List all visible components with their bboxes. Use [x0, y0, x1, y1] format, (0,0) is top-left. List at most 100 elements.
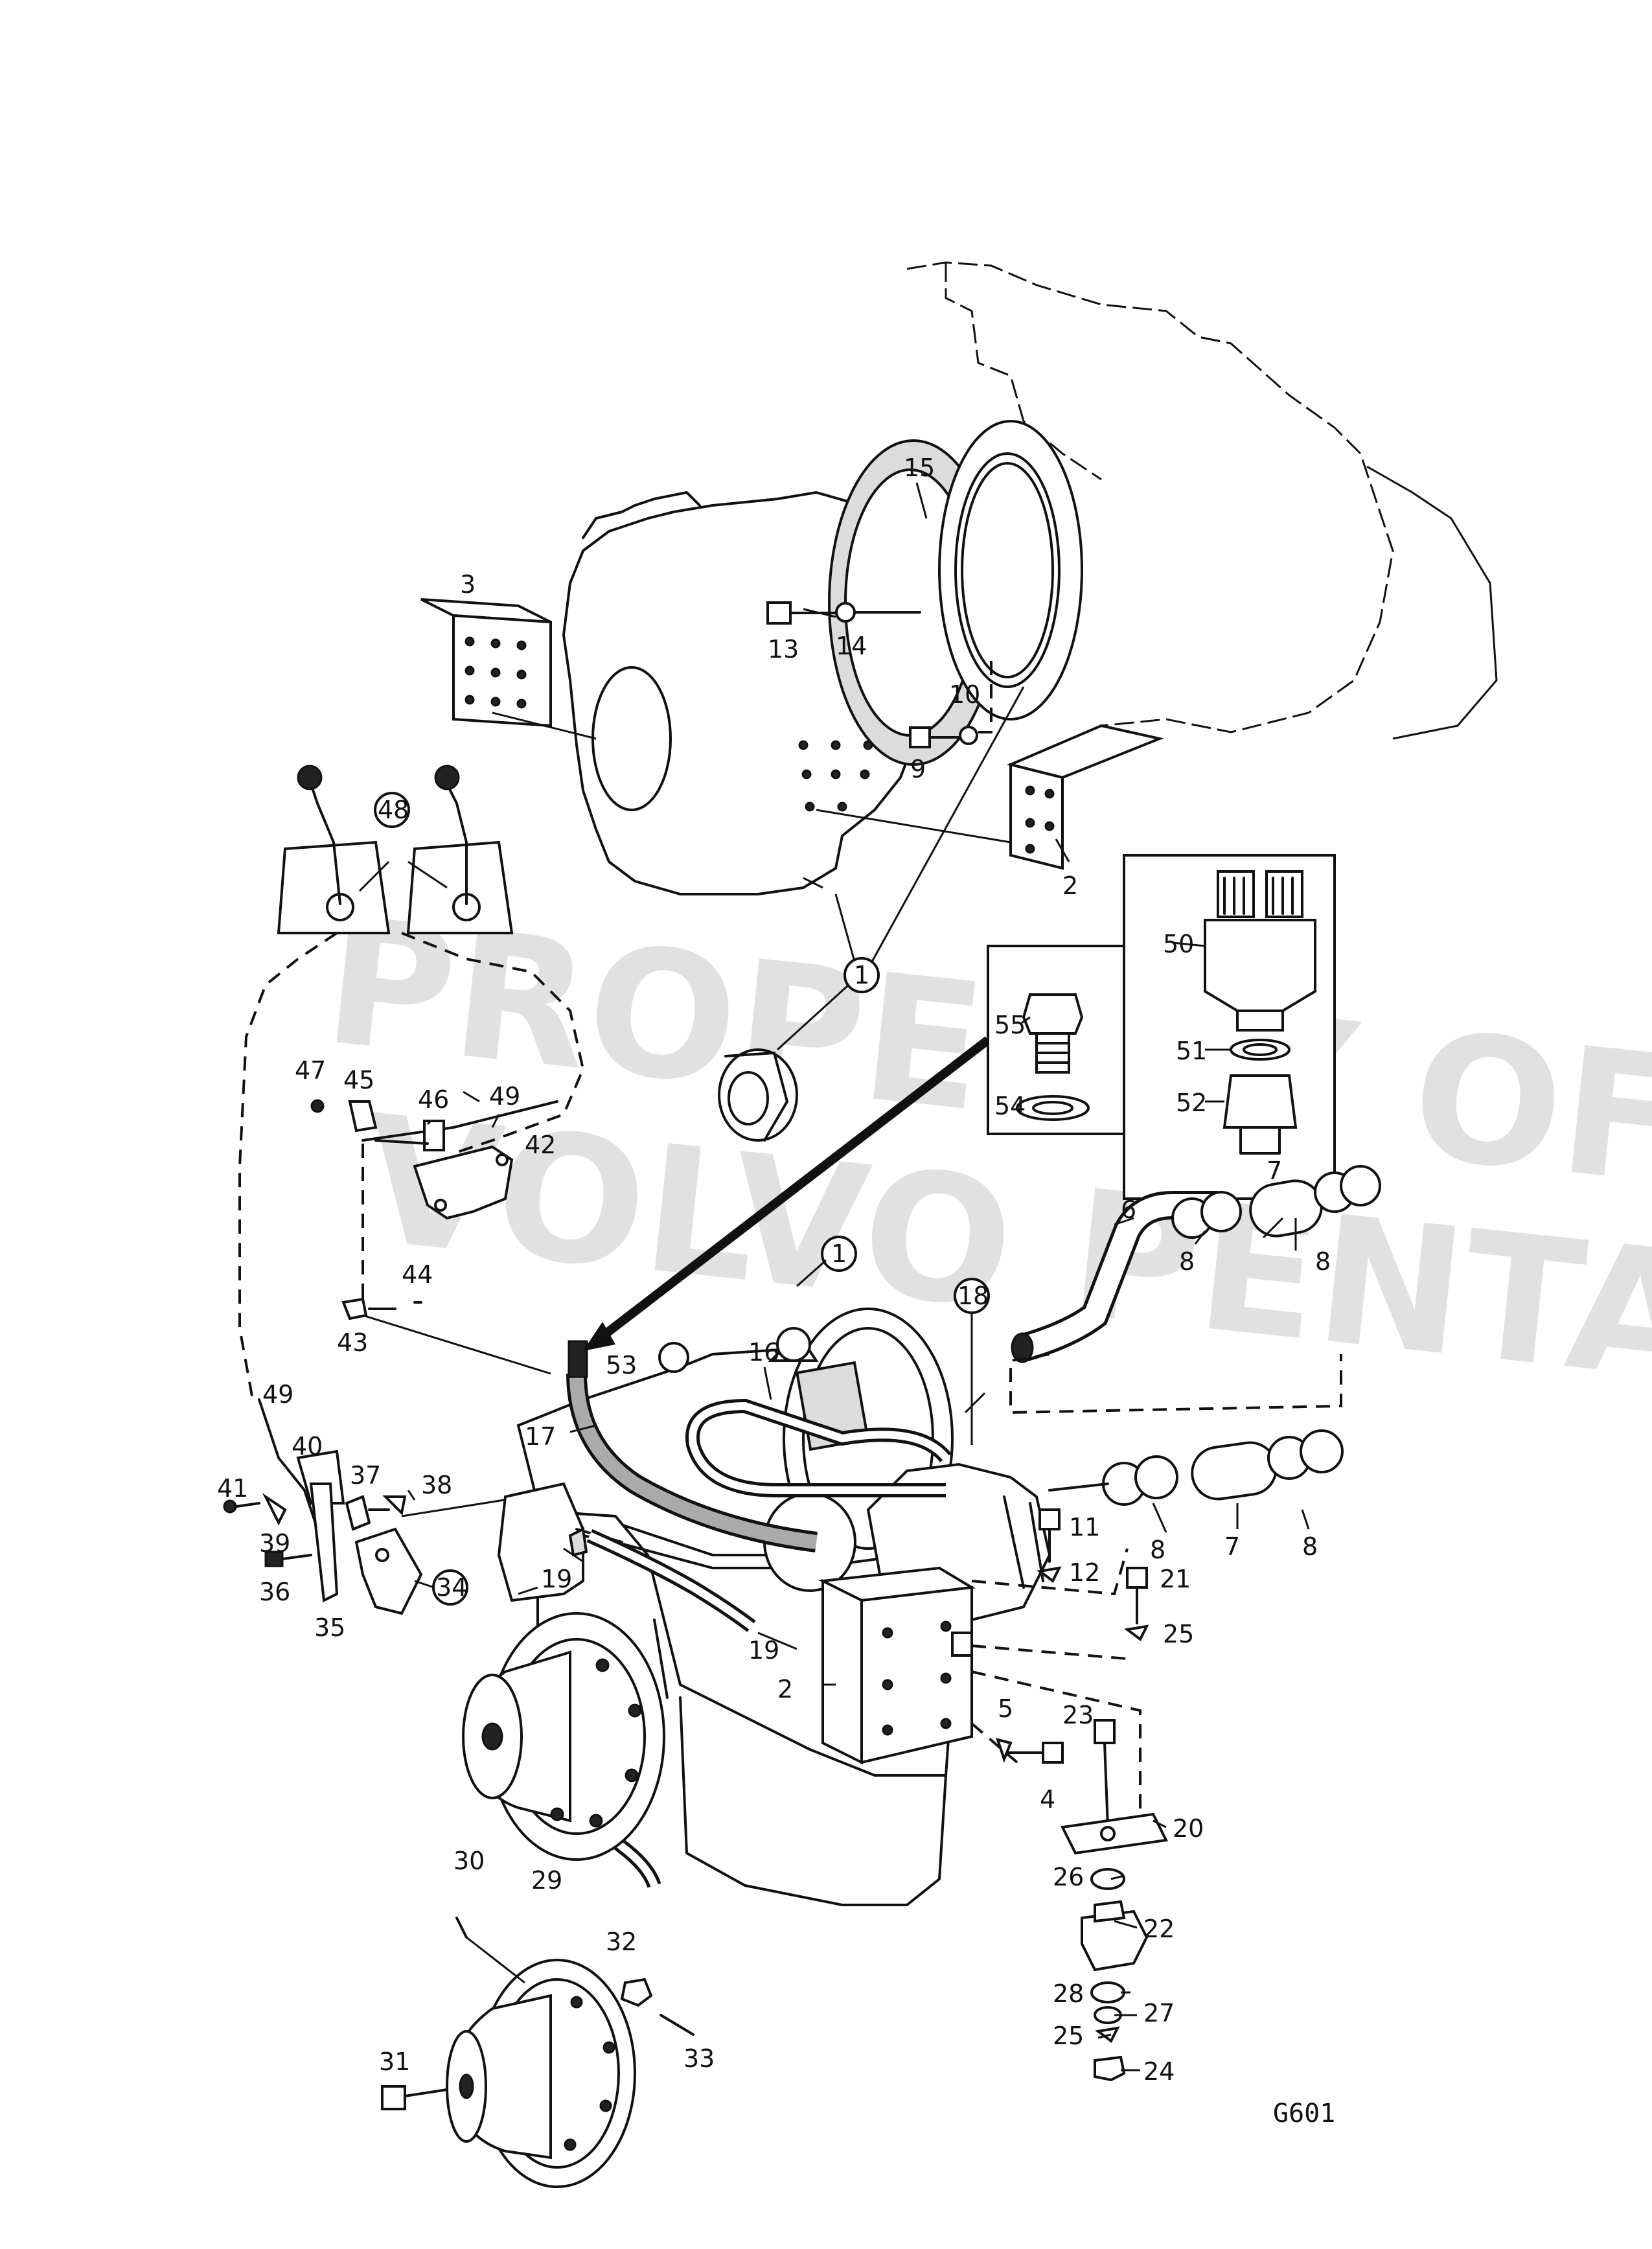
callout-circle-1b: [821, 1236, 857, 1272]
leader-1-b: [867, 686, 1025, 969]
label-38: 38: [421, 1471, 452, 1499]
leader-48-a: [358, 860, 390, 892]
label-1b: 1: [831, 1240, 847, 1268]
label-19b: 19: [748, 1636, 779, 1665]
bracket-3: [420, 598, 597, 740]
label-29: 29: [531, 1866, 562, 1895]
nut-32: [620, 1978, 653, 2007]
hose-16: [685, 1398, 952, 1497]
coupling-29: [446, 1959, 636, 2188]
bracket-2-lower: [818, 1566, 976, 1765]
label-31: 31: [379, 2047, 410, 2076]
washer-14: [835, 602, 921, 623]
label-13: 13: [768, 635, 799, 663]
label-49: 49: [489, 1082, 520, 1111]
cable-49-upper: [401, 932, 585, 1155]
callout-circle-1: [843, 957, 880, 993]
output-flange-mounted: [462, 1612, 665, 1861]
bolt-4: [1006, 1742, 1064, 1764]
label-35: 35: [314, 1613, 345, 1642]
label-33: 33: [683, 2044, 715, 2073]
lower-linkage: [223, 1398, 648, 1615]
label-8c: 8: [1150, 1536, 1165, 1564]
hose-53: [566, 1340, 818, 1552]
bolt-21: [1126, 1567, 1148, 1624]
label-17: 17: [525, 1422, 556, 1451]
diagram-code: G601: [1273, 2099, 1335, 2128]
dashed-mount-11: [971, 1548, 1129, 1596]
pointer-arrowhead: [583, 1322, 615, 1351]
washer-10: [959, 654, 992, 745]
label-2b: 2: [777, 1675, 793, 1703]
label-24: 24: [1143, 2057, 1175, 2086]
label-43: 43: [337, 1328, 368, 1357]
label-47: 47: [295, 1056, 326, 1085]
label-9: 9: [910, 755, 926, 783]
label-6: 6: [1121, 1195, 1136, 1224]
hose-connection-dashed: [1009, 1353, 1342, 1414]
hose-7-lower: [1048, 1429, 1344, 1506]
washer-5: [995, 1738, 1013, 1763]
control-lever-right: [406, 765, 514, 934]
label-27: 27: [1143, 1999, 1175, 2027]
bolt-11: [1038, 1508, 1061, 1563]
engine-outline: [906, 261, 1498, 740]
label-32: 32: [606, 1928, 637, 1956]
label-10: 10: [949, 680, 980, 709]
label-8: 8: [1179, 1247, 1195, 1276]
bolt-9: [909, 726, 960, 748]
label-28: 28: [1053, 1979, 1084, 2008]
bracket-2-upper: [816, 724, 1164, 870]
label-44: 44: [402, 1260, 433, 1289]
adapter-ring: [938, 420, 1083, 721]
label-52: 52: [1176, 1089, 1207, 1117]
label-49b: 49: [262, 1380, 293, 1409]
part-labels: 1 1 2 2 3 4 5 6 7 7 8 8 8 8 9 10 11 12 1…: [217, 454, 1331, 2086]
hose-6: [1011, 1191, 1218, 1363]
label-1: 1: [854, 961, 869, 989]
label-45: 45: [343, 1066, 374, 1094]
label-50: 50: [1163, 930, 1194, 958]
washer-25-upper: [1124, 1624, 1149, 1642]
label-40: 40: [292, 1432, 323, 1460]
label-34: 34: [436, 1573, 467, 1602]
label-54: 54: [994, 1092, 1026, 1120]
label-18: 18: [958, 1282, 989, 1310]
label-39: 39: [259, 1529, 290, 1558]
label-51: 51: [1176, 1037, 1207, 1065]
label-37: 37: [350, 1461, 381, 1490]
bolt-13: [766, 601, 837, 625]
label-5: 5: [998, 1694, 1013, 1723]
pin-33: [660, 2014, 694, 2036]
linkage-assembly: [310, 1099, 558, 1375]
label-23: 23: [1062, 1701, 1094, 1729]
control-lever-left: [277, 765, 391, 934]
label-11: 11: [1069, 1513, 1100, 1541]
label-41: 41: [217, 1474, 248, 1503]
label-48: 48: [378, 796, 409, 824]
bearing: [718, 1048, 798, 1142]
leader-1b: [796, 1259, 827, 1287]
cable-49-lower: [238, 932, 338, 1400]
callout-circle-48: [374, 792, 410, 828]
leader-48-b: [407, 860, 448, 889]
dashed-mount-25: [971, 1644, 1128, 1660]
label-46: 46: [418, 1085, 449, 1114]
watermark: PROPERTY OF VOLVO PENTA: [316, 879, 1652, 1421]
label-30: 30: [453, 1847, 485, 1875]
label-25b: 25: [1053, 2022, 1084, 2050]
label-2: 2: [1062, 871, 1078, 900]
label-14: 14: [836, 632, 867, 660]
label-42: 42: [525, 1131, 556, 1159]
label-3: 3: [460, 570, 476, 599]
inset-plug-box: [987, 945, 1125, 1135]
hose-7-upper: [1171, 1165, 1381, 1239]
label-8d: 8: [1302, 1532, 1318, 1561]
label-25: 25: [1163, 1620, 1194, 1648]
label-55: 55: [994, 1011, 1026, 1039]
label-36: 36: [259, 1578, 290, 1606]
inset-sensor-box: [1123, 854, 1336, 1200]
bolt-31: [381, 2085, 448, 2110]
